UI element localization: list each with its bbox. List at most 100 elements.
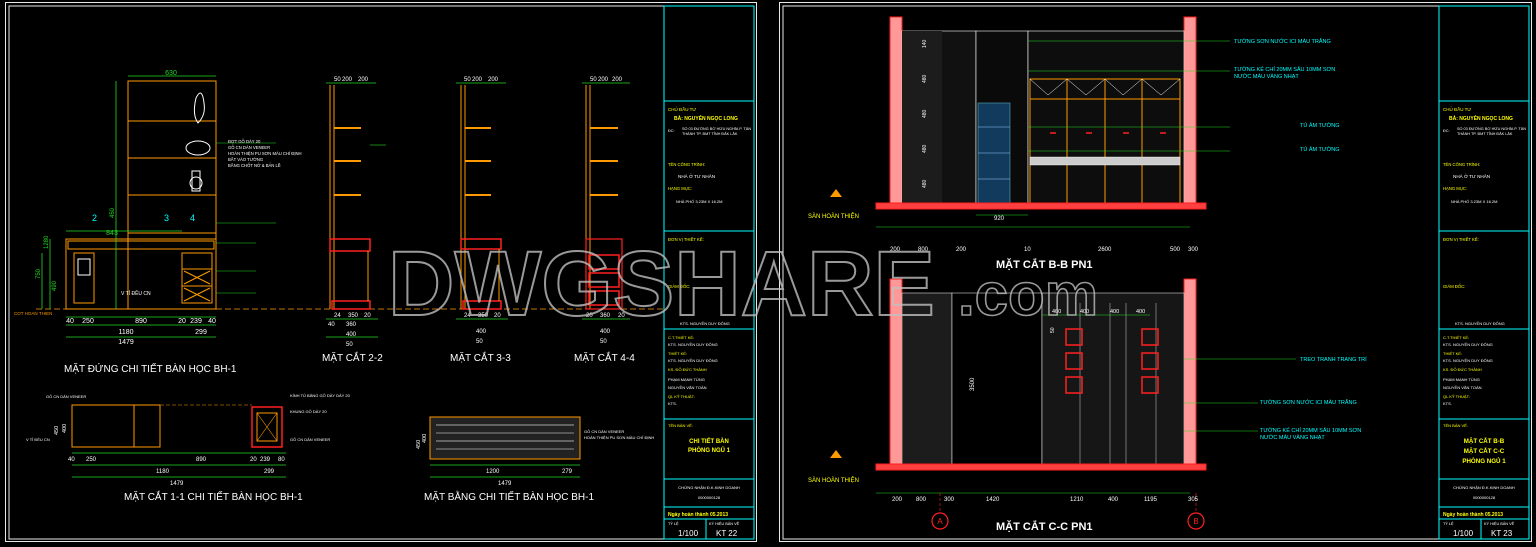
left-frame [8,5,755,540]
s44-dim-20b: 20 [618,313,625,319]
tbr-cert: CHỨNG NHẬN Đ.K.KINH DOANH [1453,485,1515,490]
elev-left-label: COT HOAN THIEN [14,311,52,316]
sheet-right-canvas: SÀN HOÀN THIỆN TƯỜNG SƠN NƯỚC ICI MÀU TR… [782,5,1530,540]
elev-dim-40a: 40 [66,318,74,325]
title-block-right [1438,5,1530,540]
cc-idim-4: 400 [1136,309,1145,315]
tbr-drawing-label: TÊN BẢN VẼ: [1443,423,1468,428]
tbl-sheet-label: KÝ HIỆU BẢN VẼ [709,521,740,526]
cc-dim-300: 300 [944,497,955,503]
bb-floor-label: SÀN HOÀN THIỆN [808,212,859,220]
bb-callout-5: TỦ ÂM TƯỜNG [1300,146,1340,153]
s11-dim-40: 40 [68,457,75,463]
section-cc [830,278,1296,530]
sheet-left-canvas: 630 843 1479 1180 299 40 250 890 20 239 … [8,5,755,540]
s44-dim-200b: 200 [612,77,623,83]
tbl-cert: CHỨNG NHẬN Đ.K.KINH DOANH [678,485,740,490]
s22-dim-400: 400 [346,332,357,338]
tbr-scale: 1/100 [1453,529,1474,538]
tbl-owner-label: CHỦ ĐẦU TƯ [668,106,696,112]
elev-tag-3: 3 [164,213,169,223]
bb-vdim-3: 480 [922,109,928,118]
s33-dim-50: 50 [464,77,471,83]
tbl-chief: KTS. NGUYỄN DUY ĐÔNG [668,342,718,347]
elev-note-3: HOÀN THIỆN PU SƠN MÀU CHÍ ĐỊNH [228,151,302,156]
cc-grid-b: B [1193,517,1198,526]
tbr-sheet-no: KT 23 [1491,529,1513,538]
elev-note-4: BẮT VÀO TƯỜNG [228,157,263,162]
s33-dim-50b: 50 [476,339,483,345]
cc-dim-800: 800 [916,497,927,503]
elev-inner-label: V TỈ ĐỀU CN [121,290,151,297]
s22-dim-20: 20 [364,313,371,319]
s44-dim-360: 360 [600,313,611,319]
cc-dim-1195: 1195 [1144,497,1158,503]
drawing-sheet-right: SÀN HOÀN THIỆN TƯỜNG SƠN NƯỚC ICI MÀU TR… [779,2,1532,542]
drawing-sheet-left: 630 843 1479 1180 299 40 250 890 20 239 … [5,2,757,542]
tbr-scale-label: TỶ LỆ [1443,521,1454,526]
elev-hdim-490: 490 [52,280,58,291]
bb-dim-800: 800 [918,247,929,253]
tbl-sheet-no: KT 22 [716,529,738,538]
cc-idim-3: 400 [1110,309,1119,315]
bb-dim-500: 500 [1170,247,1181,253]
tbr-address: SỐ 03 ĐƯỜNG BỜ HỮU NGHĨA P. TÂN THÀNH TP… [1457,127,1526,136]
s22-dim-200a: 200 [342,77,353,83]
tbl-item-label: HẠNG MỤC: [668,186,692,191]
s33-dim-400: 400 [476,329,487,335]
tbr-drawing-name-1: MẶT CẮT B-B [1464,437,1505,445]
bb-vdim-5: 480 [922,179,928,188]
tbr-drawing-name-2: MẶT CẮT C-C [1464,447,1505,455]
tbr-item: NHÀ PHỐ 3.23M X 16.2M [1451,199,1497,204]
bb-vdim-2: 480 [922,74,928,83]
tbr-designer2: KS. ĐỖ ĐỨC THÀNH [1443,367,1482,372]
elev-note-5: BẰNG CHỐT NỞ & BẢN LỀ [228,163,281,168]
bb-dim-200a: 200 [890,247,901,253]
s33-dim-24: 24 [464,313,471,319]
cc-dim-200: 200 [892,497,903,503]
s11-label-3: KÍNH TỦ BẰNG GỖ DÀY DÀY 20 [290,393,351,398]
elev-dim-40b: 40 [208,318,216,325]
s22-dim-50b: 50 [346,342,353,348]
plan-desk-bh1 [429,416,581,478]
elev-dim-1479: 1479 [118,339,134,346]
s22-dim-24: 24 [334,313,341,319]
s44-dim-50: 50 [590,77,597,83]
cc-dim-1210: 1210 [1070,497,1084,503]
elevation-desk-bh1 [36,75,666,338]
bb-callout-2: TƯỜNG KẺ CHỈ 20MM SÂU 10MM SƠN [1234,66,1335,73]
tbl-qa-label: QL KỸ THUẬT: [668,394,695,399]
tbr-address-label: ĐC: [1443,129,1450,133]
tbr-director: KTS. NGUYỄN DUY ĐÔNG [1455,321,1505,326]
tbl-item: NHÀ PHỐ 3.23M X 16.2M [676,199,722,204]
s33-dim-200a: 200 [472,77,483,83]
tbr-sheet-label: KÝ HIỆU BẢN VẼ [1484,521,1515,526]
elev-dim-843: 843 [106,230,118,237]
tbl-designer-label: THIẾT KẾ: [668,351,687,356]
tbr-chief-label: C.T.THIẾT KẾ: [1443,335,1469,340]
cc-vdim-50: 50 [1050,327,1056,333]
bb-dim-2600: 2600 [1098,247,1112,253]
tbr-cert-no: 0000000128 [1473,495,1496,500]
section11-title: MẶT CẮT 1-1 CHI TIẾT BÀN HỌC BH-1 [124,490,303,503]
tbr-item-label: HẠNG MỤC: [1443,186,1467,191]
section-bb [830,16,1230,228]
cc-grid-a: A [937,517,943,526]
tbr-drafter1: PHẠM MẠNH TÙNG [1443,377,1480,382]
section33-title: MẶT CẮT 3-3 [450,351,511,364]
title-block-left [663,5,755,540]
bb-dim-300: 300 [1188,247,1199,253]
elev-hdim-750: 750 [36,268,42,279]
tbl-drawing-name-1: CHI TIẾT BÀN [689,438,729,445]
tbl-drafter1: PHẠM MẠNH TÙNG [668,377,705,382]
tbl-drafter2: NGUYỄN VĂN TOÀN [668,385,707,390]
plan-dim-450: 450 [416,440,422,449]
s33-dim-20: 20 [494,313,501,319]
elev-hdim-450: 450 [110,207,116,218]
s11-dim-400: 400 [62,424,68,433]
tbr-chief: KTS. NGUYỄN DUY ĐÔNG [1443,342,1493,347]
s11-label-2: V TỈ ĐỀU CN [26,437,50,442]
tbr-designer-label: THIẾT KẾ: [1443,351,1462,356]
tbl-chief-label: C.T.THIẾT KẾ: [668,335,694,340]
elev-dim-890: 890 [135,318,147,325]
